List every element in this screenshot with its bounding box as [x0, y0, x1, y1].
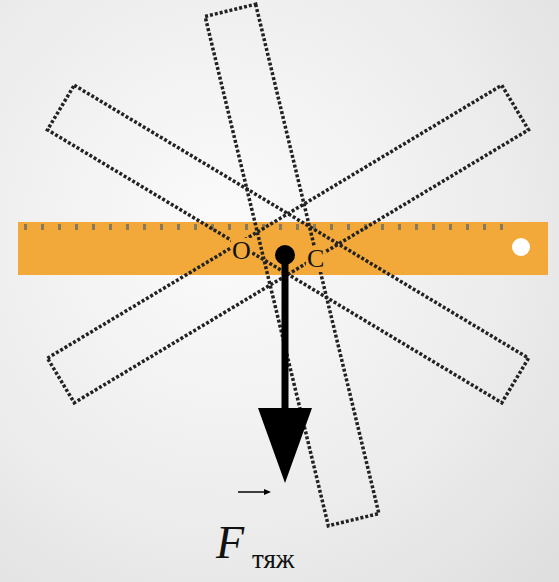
center-of-mass-dot	[275, 245, 295, 265]
ruler-hole	[512, 238, 530, 256]
force-subscript: тяж	[252, 546, 295, 573]
force-arrowhead	[258, 408, 312, 483]
point-label: C	[306, 246, 325, 272]
rotated-ruler-outline	[205, 4, 379, 526]
vector-mark-head	[264, 489, 271, 495]
force-arrow	[282, 255, 289, 412]
point-label: O	[231, 238, 252, 264]
rotated-positions	[47, 4, 528, 526]
vector-mark	[238, 491, 264, 493]
force-symbol: F	[216, 520, 244, 566]
